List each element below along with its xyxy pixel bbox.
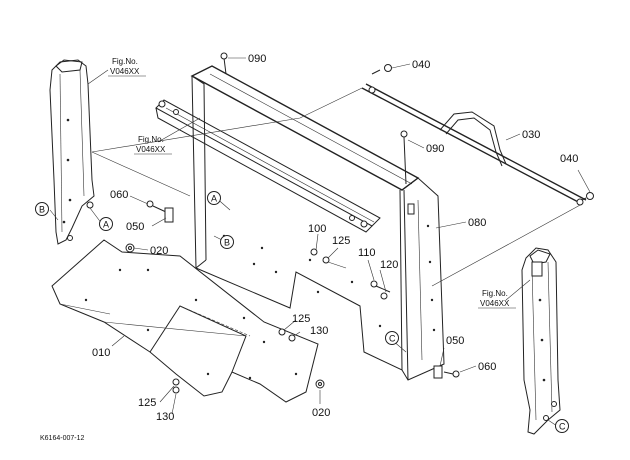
- part-label-110: 110: [358, 247, 376, 259]
- part-label-060-left: 060: [110, 189, 128, 201]
- right-side-post: [521, 247, 561, 435]
- part-label-020-left: 020: [150, 245, 168, 257]
- fig-ref-left: Fig.No. V046XX: [108, 57, 146, 77]
- cross-member-bracket: [155, 99, 381, 233]
- fasteners: [125, 52, 594, 394]
- fig-ref-center: Fig.No. V046XX: [134, 135, 172, 155]
- ref-mark-c-right: C: [555, 419, 569, 433]
- ref-mark-a-center: A: [207, 191, 221, 205]
- part-label-040-top: 040: [412, 59, 430, 71]
- fig-ref-left-line1: Fig.No.: [112, 57, 138, 66]
- ref-mark-a-left-text: A: [103, 220, 109, 230]
- part-label-130-a: 130: [310, 325, 328, 337]
- part-label-030: 030: [522, 129, 540, 141]
- ref-mark-b-center: B: [220, 235, 234, 249]
- part-label-060-right: 060: [478, 361, 496, 373]
- part-label-130-b: 130: [156, 411, 174, 423]
- fig-ref-center-line1: Fig.No.: [138, 135, 164, 144]
- ref-mark-b-left-text: B: [39, 205, 45, 215]
- left-side-post: [49, 59, 95, 245]
- ref-mark-c-center: C: [385, 331, 399, 345]
- part-label-050-right: 050: [446, 335, 464, 347]
- ref-mark-b-left: B: [35, 202, 49, 216]
- part-label-090-top: 090: [248, 53, 266, 65]
- part-label-090-mid: 090: [426, 143, 444, 155]
- leader-lines: [49, 57, 591, 429]
- part-label-100: 100: [308, 223, 326, 235]
- part-label-120: 120: [380, 259, 398, 271]
- ref-mark-c-right-text: C: [559, 422, 566, 432]
- fig-ref-right-line1: Fig.No.: [482, 289, 508, 298]
- ref-mark-c-center-text: C: [389, 334, 396, 344]
- fig-ref-center-line2: V046XX: [136, 145, 166, 154]
- part-label-125-a: 125: [332, 235, 350, 247]
- bottom-cover-panel: [51, 239, 319, 403]
- fig-ref-left-line2: V046XX: [110, 67, 140, 76]
- part-label-010: 010: [92, 347, 110, 359]
- part-label-050-left: 050: [126, 221, 144, 233]
- part-label-080: 080: [468, 217, 486, 229]
- part-label-125-b: 125: [292, 313, 310, 325]
- part-label-125-c: 125: [138, 397, 156, 409]
- top-rod-assembly: [91, 83, 587, 287]
- ref-mark-a-center-text: A: [211, 194, 217, 204]
- part-label-040-right: 040: [560, 153, 578, 165]
- part-label-020-bottom: 020: [312, 407, 330, 419]
- fig-ref-right-line2: V046XX: [480, 299, 510, 308]
- ref-mark-b-center-text: B: [224, 238, 230, 248]
- ref-mark-a-left: A: [99, 217, 113, 231]
- diagram-code: K6164-007-12: [40, 435, 84, 442]
- fig-ref-right: Fig.No. V046XX: [478, 289, 516, 309]
